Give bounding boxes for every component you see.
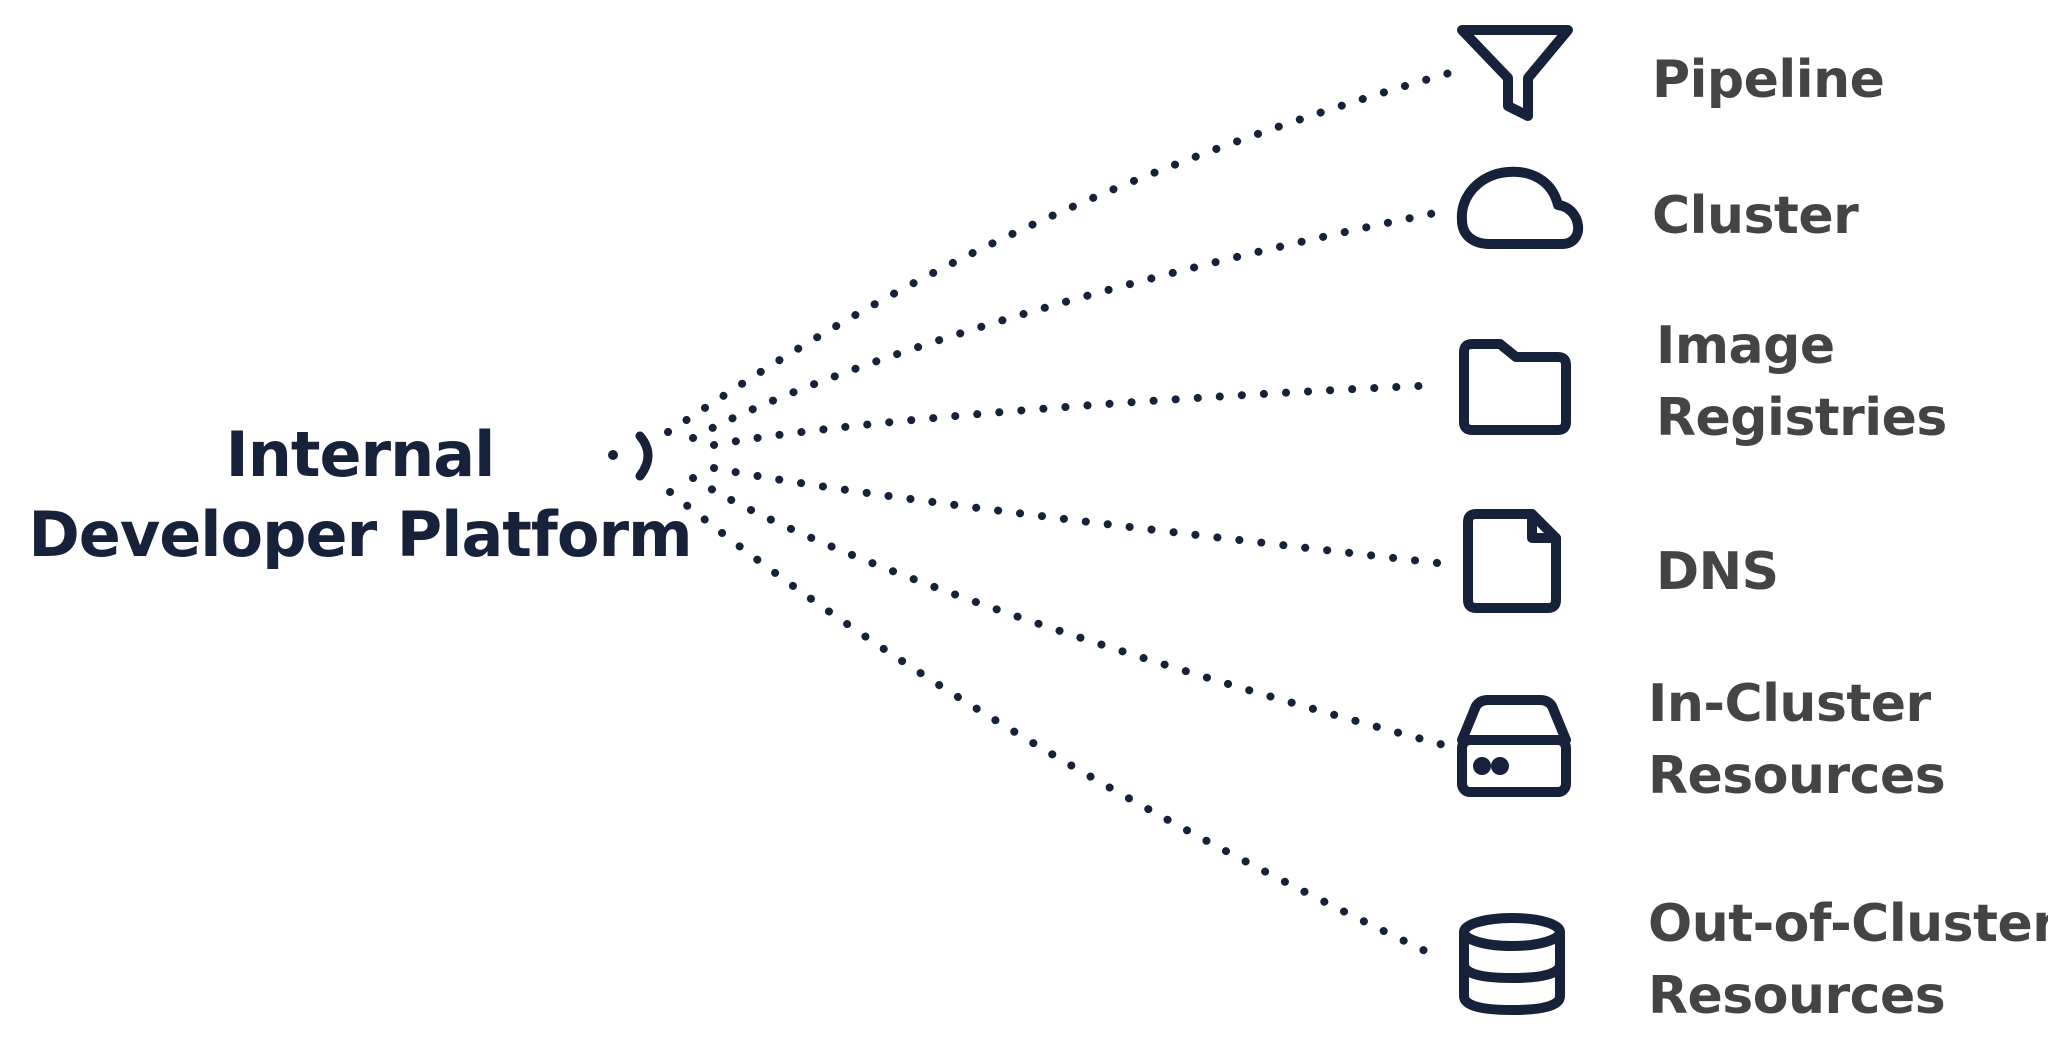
- cloud-icon: [1456, 166, 1583, 249]
- source-title-line1: Internal: [225, 418, 496, 491]
- out-of-cluster-resources-label-line1: Out-of-Cluster: [1648, 894, 2048, 954]
- pipeline-label: Pipeline: [1652, 44, 1885, 116]
- broadcast-icon: [608, 431, 653, 481]
- connector-in-cluster: [689, 474, 1459, 752]
- image-registries-label-line1: Image: [1656, 316, 1835, 376]
- folder-icon: [1459, 339, 1571, 435]
- file-icon: [1463, 509, 1561, 613]
- cluster-label: Cluster: [1652, 180, 1859, 252]
- source-title-line2: Developer Platform: [28, 498, 692, 571]
- in-cluster-resources-label-line1: In-Cluster: [1648, 674, 1931, 734]
- connector-image-registries: [710, 381, 1444, 449]
- out-of-cluster-resources-label: Out-of-Cluster Resources: [1648, 888, 2048, 1032]
- cluster-label-line1: Cluster: [1652, 186, 1859, 246]
- in-cluster-resources-label-line2: Resources: [1648, 746, 1946, 806]
- pipeline-label-line1: Pipeline: [1652, 50, 1885, 110]
- internal-developer-platform-label: Internal Developer Platform: [20, 415, 700, 575]
- out-of-cluster-resources-label-line2: Resources: [1648, 966, 1946, 1026]
- image-registries-label: Image Registries: [1656, 310, 1947, 454]
- database-icon: [1459, 913, 1565, 1015]
- image-registries-label-line2: Registries: [1656, 388, 1947, 448]
- dns-label-line1: DNS: [1656, 542, 1779, 602]
- server-drive-icon: [1457, 695, 1571, 797]
- connector-pipeline: [664, 66, 1464, 436]
- connector-dns: [710, 464, 1459, 569]
- connector-out-of-cluster: [666, 488, 1444, 962]
- funnel-icon: [1457, 25, 1573, 121]
- in-cluster-resources-label: In-Cluster Resources: [1648, 668, 1946, 812]
- connector-lines: [664, 66, 1464, 962]
- connector-cluster: [689, 206, 1454, 442]
- dns-label: DNS: [1656, 536, 1779, 608]
